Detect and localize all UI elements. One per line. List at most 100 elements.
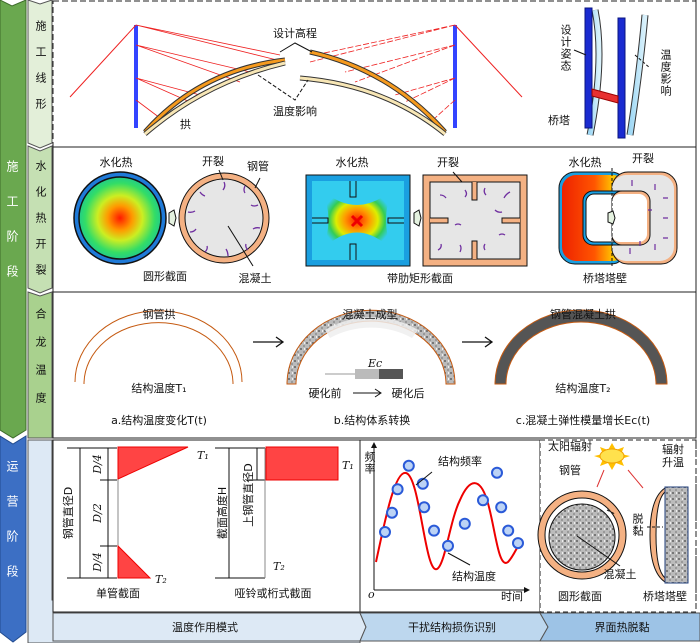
row-label-closure-temperature: 合龙温度	[34, 308, 47, 420]
label-crack-2: 开裂	[437, 156, 459, 169]
label-hydration-heat-2: 水化热	[336, 155, 369, 169]
label-d-quarter-bottom: D/4	[91, 552, 104, 573]
label-d-half: D/2	[91, 503, 104, 524]
label-design-elevation: 设计高程	[273, 26, 317, 40]
label-single-t1: T₁	[197, 449, 209, 462]
tab-temperature-mode: 温度作用模式	[172, 620, 238, 634]
label-temperature-effect: 温度影响	[273, 104, 317, 118]
label-upper-tube-diameter: 上钢管直径D	[241, 463, 255, 526]
frequency-point	[491, 466, 503, 479]
label-crack-1: 开裂	[202, 155, 224, 168]
label-steel-tube-4: 钢管	[559, 463, 581, 477]
dumbbell-gradient	[215, 446, 339, 579]
label-crack-3: 开裂	[632, 152, 654, 165]
row-label-hydration-cracking: 水化热开裂	[34, 160, 47, 290]
label-design-posture: 设计姿态	[559, 24, 572, 72]
label-structure-frequency: 结构频率	[438, 454, 482, 468]
frequency-point	[502, 524, 515, 537]
tab-interface-debonding: 界面热脱黏	[595, 620, 650, 634]
label-single-t2: T₂	[155, 573, 167, 586]
frequency-point	[512, 537, 524, 550]
caption-c: c.混凝土弹性模量增长Ec(t)	[516, 413, 650, 427]
label-steel-arch: 钢管拱	[143, 307, 176, 321]
chart-y-label: 频率	[363, 451, 376, 475]
ribbed-rect-section-cracked	[422, 171, 528, 267]
chart-origin: o	[368, 588, 375, 601]
label-structure-temperature: 结构温度	[452, 569, 496, 583]
label-solar-radiation: 太阳辐射	[548, 439, 592, 453]
label-structure-temp-t2: 结构温度T₂	[555, 381, 610, 395]
frequency-point	[477, 494, 489, 507]
label-debond: 脱黏	[631, 513, 644, 537]
arrow-icon	[168, 209, 177, 227]
frequency-point	[391, 483, 404, 496]
frequency-point	[379, 526, 391, 539]
caption-debond-wall: 桥塔塔壁	[643, 589, 687, 603]
label-concrete: 混凝土	[239, 271, 272, 285]
stage-construction	[0, 0, 27, 439]
label-after-hardening: 硬化后	[392, 386, 425, 400]
steel-arch	[74, 310, 243, 385]
row-label-bg-3	[27, 291, 53, 439]
tower-illustration	[573, 7, 651, 139]
label-tower-temperature-effect: 温度影响	[659, 49, 672, 97]
label-d-quarter-top: D/4	[91, 454, 104, 475]
caption-single-tube: 单管截面	[96, 586, 140, 600]
label-tube-diameter-d: 钢管直径D	[61, 487, 75, 539]
stage-construction-label: 施工阶段	[5, 160, 19, 300]
frequency-point	[386, 506, 398, 519]
caption-ribbed-rect-section: 带肋矩形截面	[387, 271, 453, 285]
arrow-right-icon	[462, 336, 494, 348]
row-label-construction-alignment: 施工线形	[34, 20, 47, 124]
frequency-point	[495, 501, 508, 514]
footer-tabs	[52, 612, 700, 642]
stage-operation	[0, 435, 27, 643]
structure-temperature-line	[375, 472, 521, 571]
label-cfst-arch: 钢管混凝土拱	[550, 307, 616, 321]
label-before-hardening: 硬化前	[309, 386, 342, 400]
circular-section-heat	[73, 171, 167, 265]
label-structure-temp-t1: 结构温度T₁	[131, 381, 186, 395]
chart-x-label: 时间	[501, 590, 523, 603]
label-hydration-heat-3: 水化热	[569, 155, 602, 169]
label-dumbbell-t1: T₁	[342, 459, 354, 472]
frequency-point	[402, 459, 415, 472]
single-tube-gradient	[67, 446, 189, 579]
frequency-point	[458, 517, 471, 530]
label-arch: 拱	[180, 117, 191, 131]
label-steel-tube: 钢管	[247, 159, 269, 173]
tab-damage-identification: 干扰结构损伤识别	[408, 620, 496, 634]
arrow-icon	[413, 209, 422, 227]
concrete-forming-arch	[286, 309, 456, 398]
frequency-point	[428, 524, 440, 537]
label-concrete-forming: 混凝土成型	[343, 307, 398, 321]
caption-dumbbell: 哑铃或桁式截面	[235, 586, 312, 600]
circular-section-cracked	[178, 169, 270, 267]
caption-a: a.结构温度变化T(t)	[111, 413, 207, 427]
arrow-right-icon	[253, 336, 285, 348]
label-hydration-heat-1: 水化热	[100, 155, 133, 169]
label-radiation-heating: 辐射升温	[662, 443, 684, 469]
stage-operation-label: 运营阶段	[5, 460, 19, 600]
ribbed-rect-section-heat	[305, 174, 411, 267]
caption-tower-wall: 桥塔塔壁	[583, 271, 627, 285]
caption-circular-section: 圆形截面	[143, 269, 187, 283]
debonding-illustration	[537, 443, 689, 584]
caption-debond-circular: 圆形截面	[558, 589, 602, 603]
frequency-point	[418, 501, 431, 514]
label-dumbbell-t2: T₂	[273, 560, 285, 573]
row-label-bg-1	[27, 0, 53, 149]
frequency-point	[416, 477, 429, 490]
label-section-height-h: 截面高度H	[215, 487, 229, 539]
row-label-bg-2	[27, 145, 53, 294]
caption-b: b.结构体系转换	[334, 413, 410, 427]
tower-wall-section	[558, 168, 678, 268]
label-concrete-4: 混凝土	[604, 567, 637, 581]
label-tower: 桥塔	[548, 114, 570, 127]
cfst-arch	[494, 309, 668, 385]
label-ec: Ec	[367, 357, 382, 370]
frequency-point	[442, 539, 454, 552]
sun-icon	[594, 443, 630, 470]
